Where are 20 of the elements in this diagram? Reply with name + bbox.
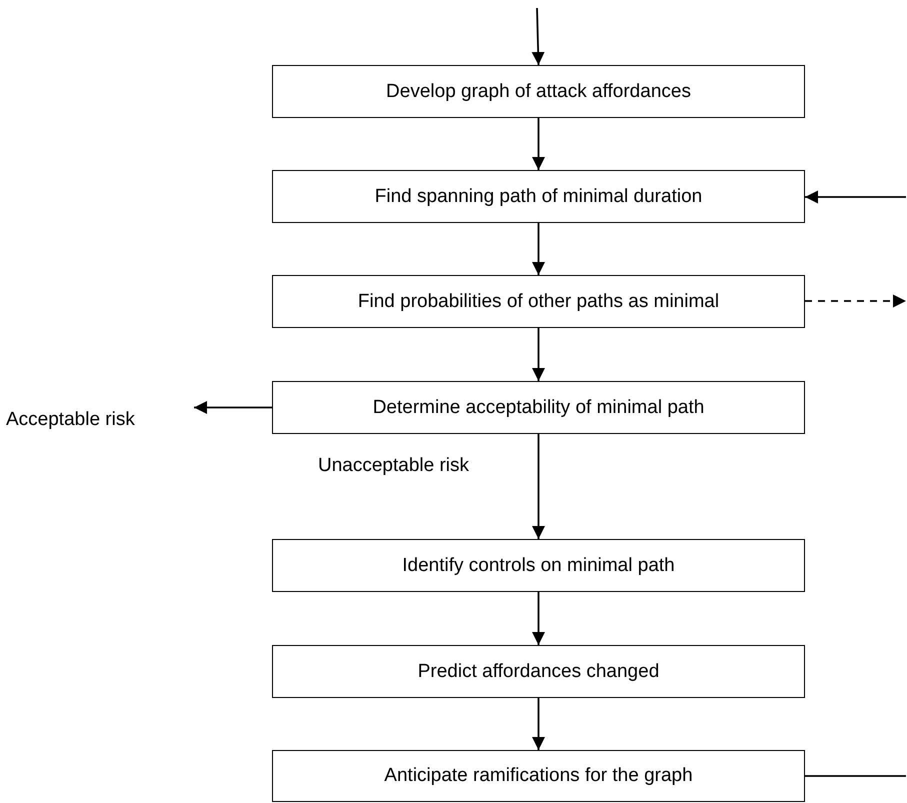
process-box: Predict affordances changed xyxy=(272,645,805,698)
arrow xyxy=(532,698,545,750)
process-box: Anticipate ramifications for the graph xyxy=(272,750,805,802)
arrow xyxy=(532,223,545,275)
process-box: Identify controls on minimal path xyxy=(272,539,805,592)
connector-line xyxy=(805,775,906,777)
arrow xyxy=(532,8,545,66)
arrow xyxy=(805,294,906,308)
process-box: Determine acceptability of minimal path xyxy=(272,381,805,434)
edge-label: Unacceptable risk xyxy=(318,455,470,477)
process-box: Find spanning path of minimal duration xyxy=(272,170,805,223)
arrow xyxy=(532,592,545,645)
arrow xyxy=(532,118,545,170)
arrow xyxy=(805,190,906,204)
outcome-label: Acceptable risk xyxy=(6,406,190,434)
arrow xyxy=(532,328,545,381)
arrow xyxy=(532,434,545,539)
process-box: Find probabilities of other paths as minimal xyxy=(272,275,805,328)
process-box: Develop graph of attack affordances xyxy=(272,65,805,118)
arrow xyxy=(194,401,272,414)
